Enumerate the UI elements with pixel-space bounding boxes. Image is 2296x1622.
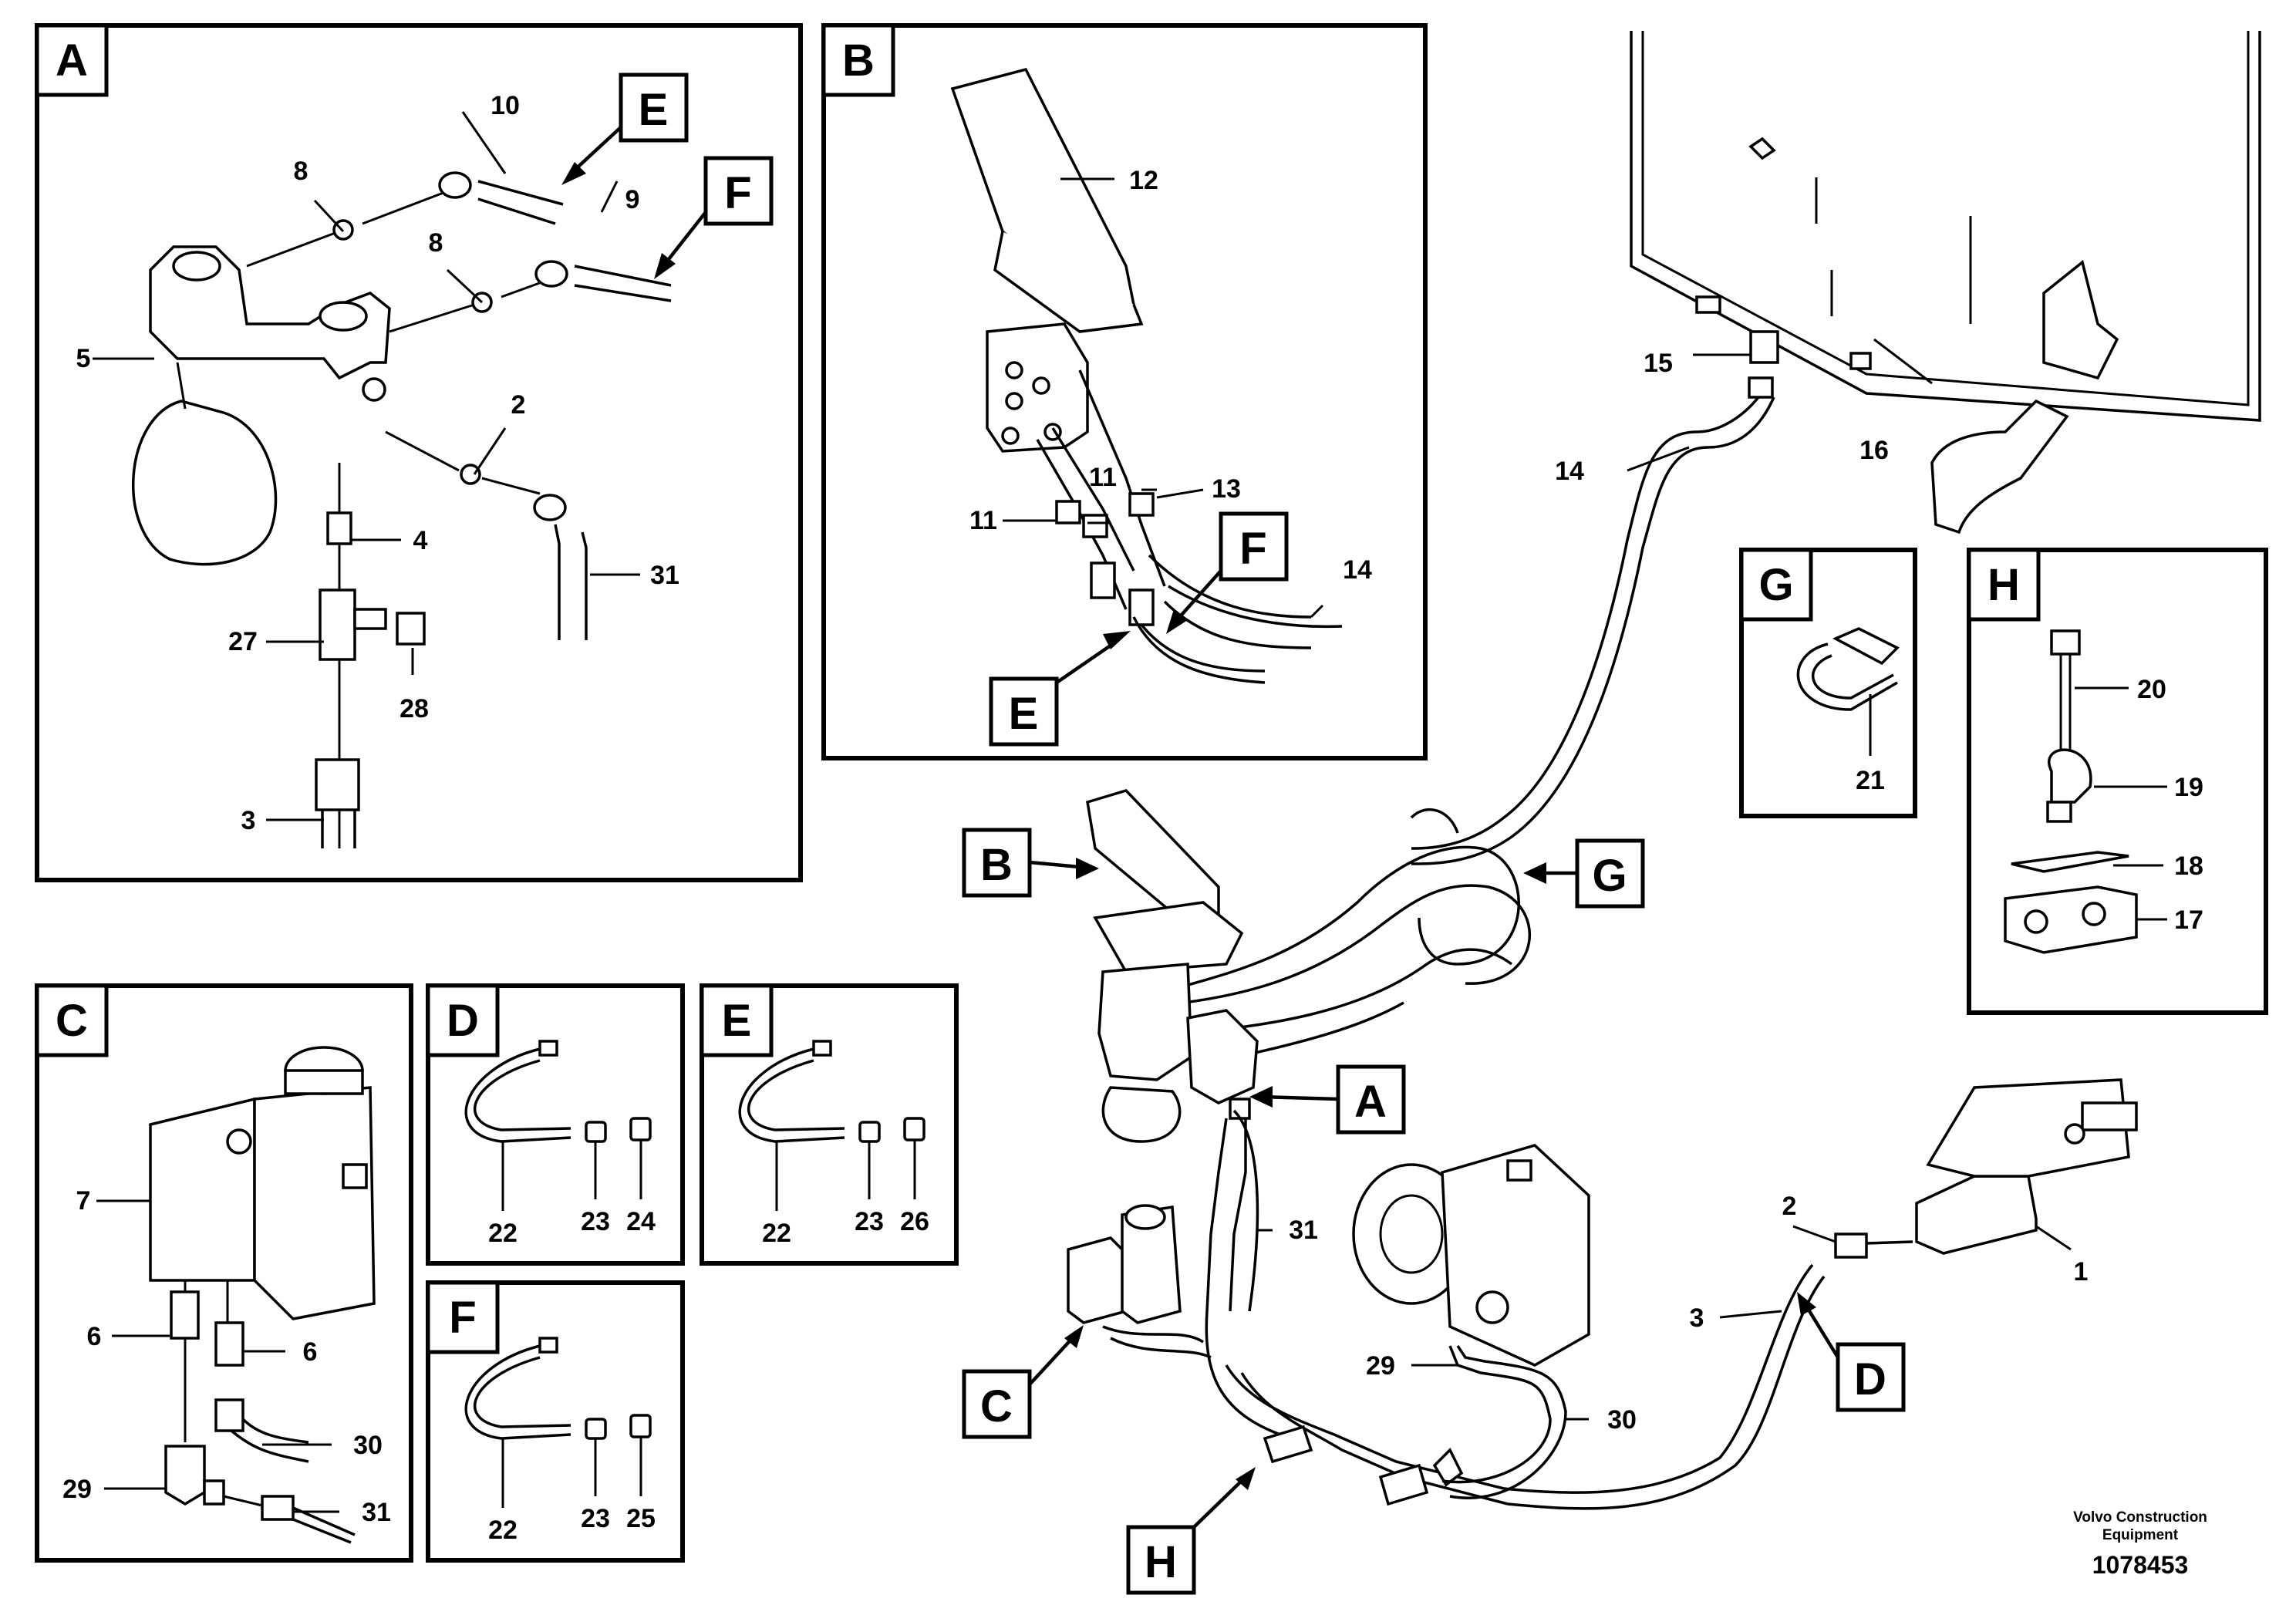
panel-f: F 22 23 25: [426, 1280, 685, 1563]
label-e-26: 26: [900, 1207, 929, 1236]
label-3: 3: [1690, 1303, 1704, 1333]
main-ref-a: A: [1354, 1077, 1387, 1127]
label-a-5: 5: [76, 344, 91, 373]
footer-number: 1078453: [2092, 1551, 2189, 1579]
label-a-2: 2: [511, 390, 526, 420]
main-ref-g: G: [1592, 851, 1627, 901]
panel-b-ref-f: F: [1239, 524, 1266, 574]
label-d-22: 22: [488, 1219, 518, 1248]
label-a-28: 28: [400, 694, 429, 723]
panel-b: B 12 11 13 11 14 F: [821, 23, 1428, 760]
panel-a-ref-f: F: [724, 168, 751, 218]
label-g-21: 21: [1856, 766, 1885, 795]
label-h-18: 18: [2174, 851, 2203, 881]
label-c-29: 29: [62, 1475, 92, 1504]
main-ref-b: B: [980, 840, 1013, 890]
label-a-4: 4: [413, 526, 428, 555]
label-c-6b: 6: [303, 1337, 318, 1367]
label-b-11b: 11: [969, 506, 997, 535]
main-ref-c: C: [980, 1381, 1013, 1431]
panel-h: H 20 19 18 17: [1967, 548, 2268, 1015]
label-b-14: 14: [1343, 555, 1372, 585]
label-2: 2: [1782, 1192, 1797, 1221]
main-ref-d: D: [1854, 1354, 1886, 1404]
label-29: 29: [1366, 1351, 1395, 1381]
label-a-8: 8: [294, 157, 308, 186]
panel-g-letter: G: [1758, 560, 1793, 610]
panel-a-letter: A: [56, 35, 88, 86]
panel-a-ref-e: E: [639, 85, 669, 135]
label-a-3: 3: [241, 806, 256, 835]
label-c-30: 30: [353, 1431, 383, 1460]
panel-h-letter: H: [1988, 560, 2020, 610]
footer: Volvo Construction Equipment 1078453: [2073, 1509, 2207, 1579]
label-a-10: 10: [491, 91, 520, 120]
label-d-24: 24: [626, 1207, 656, 1236]
main-ref-h: H: [1145, 1537, 1177, 1587]
label-h-19: 19: [2174, 773, 2203, 802]
panel-b-ref-e: E: [1009, 689, 1039, 739]
label-16: 16: [1859, 436, 1889, 465]
label-b-13: 13: [1212, 474, 1241, 504]
label-d-23: 23: [581, 1207, 610, 1236]
panel-e-letter: E: [722, 996, 752, 1046]
label-15: 15: [1644, 349, 1673, 378]
label-a-8b: 8: [429, 228, 443, 258]
label-c-6: 6: [87, 1322, 102, 1351]
panel-g: G 21: [1739, 548, 1917, 818]
label-c-31: 31: [362, 1498, 391, 1527]
panel-b-letter: B: [842, 35, 875, 86]
panel-c-letter: C: [56, 996, 88, 1046]
footer-company: Volvo Construction: [2073, 1509, 2207, 1526]
footer-equipment: Equipment: [2102, 1527, 2179, 1543]
label-h-20: 20: [2137, 675, 2166, 704]
label-e-22: 22: [762, 1219, 791, 1248]
label-a-31: 31: [650, 561, 679, 590]
panel-a: A: [35, 23, 803, 882]
panel-d-letter: D: [447, 996, 479, 1046]
label-b-12: 12: [1129, 166, 1158, 195]
label-b-11: 11: [1089, 463, 1117, 492]
label-c-7: 7: [76, 1186, 91, 1216]
label-14: 14: [1555, 457, 1584, 486]
panel-d: D 22 23 24: [426, 983, 685, 1266]
label-f-22: 22: [488, 1516, 518, 1545]
label-1: 1: [2074, 1257, 2089, 1286]
panel-e: E 22 23 26: [700, 983, 959, 1266]
panel-f-letter: F: [449, 1293, 476, 1343]
label-h-17: 17: [2174, 905, 2203, 935]
label-e-23: 23: [855, 1207, 884, 1236]
main-assembly: B G A C H D 15 16 14 31: [962, 31, 2261, 1595]
label-a-9: 9: [625, 185, 640, 214]
label-30: 30: [1607, 1405, 1637, 1435]
panel-c: C 7 6 6 30 29 31: [35, 983, 413, 1563]
label-f-23: 23: [581, 1504, 610, 1533]
label-f-25: 25: [626, 1504, 656, 1533]
label-31: 31: [1289, 1216, 1318, 1245]
label-a-27: 27: [228, 627, 258, 656]
